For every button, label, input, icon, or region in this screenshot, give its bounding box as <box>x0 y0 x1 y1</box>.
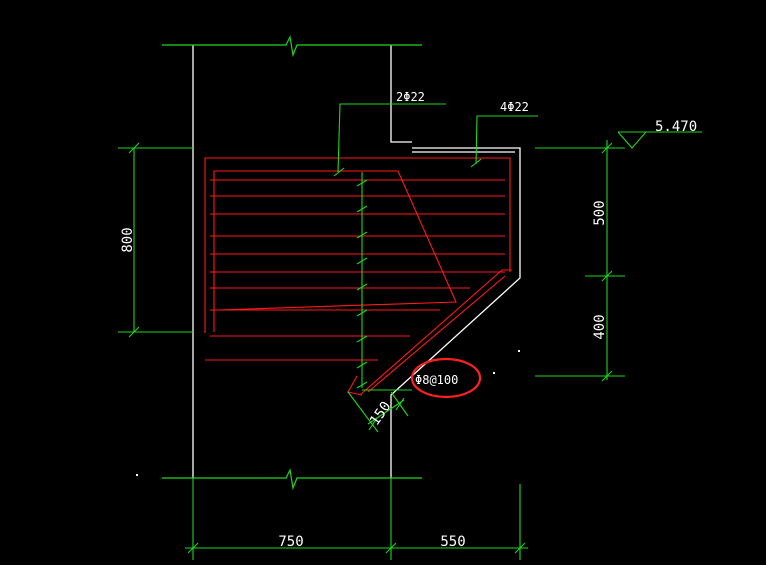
label-elevation: 5.470 <box>655 119 697 135</box>
stray-dots <box>136 350 520 476</box>
stirrup-tick <box>356 205 368 213</box>
stirrup-marker <box>356 172 412 391</box>
dim-tick <box>514 542 526 554</box>
dim-tick <box>385 542 397 554</box>
top-bar-leader-tick <box>333 167 345 177</box>
inner-hooked-bar <box>213 170 457 332</box>
label-stirrup: Φ8@100 <box>415 373 458 387</box>
stirrup-tick <box>356 335 368 343</box>
dim-tick <box>368 417 378 431</box>
dim-label-bottom-left: 750 <box>278 534 303 550</box>
dim-label-bottom-right: 550 <box>440 534 465 550</box>
rebar-group <box>204 157 512 396</box>
top-break-line <box>162 35 422 58</box>
column-right-edge-upper <box>390 45 412 143</box>
chamfer-bar-outer <box>359 269 512 396</box>
dim-tick <box>601 370 613 382</box>
break-lines <box>162 35 422 491</box>
dimension-lines <box>118 131 702 560</box>
chamfer-bar-inner <box>367 275 506 393</box>
concrete-outline <box>192 45 521 478</box>
corbel-outline <box>390 147 521 478</box>
stirrup-tick <box>356 381 368 389</box>
stirrup-tick <box>356 179 368 187</box>
dim-line-chamfer <box>367 399 405 425</box>
dim-label-left-height: 800 <box>120 227 136 252</box>
bottom-break-line <box>162 468 422 491</box>
right-bar-leader-tick <box>470 158 482 168</box>
stirrup-tick <box>356 231 368 239</box>
chamfer-bar-hook <box>347 375 363 396</box>
highlight-circle <box>410 357 482 399</box>
dim-label-right-upper: 500 <box>592 200 608 225</box>
dim-tick <box>187 542 199 554</box>
dim-tick <box>601 270 613 282</box>
right-bar-leader <box>475 115 538 165</box>
main-top-bar <box>204 157 511 333</box>
dim-tick <box>395 397 405 411</box>
elevation-triangle <box>617 131 648 149</box>
dim-tick <box>601 142 613 154</box>
stirrup-tick <box>356 309 368 317</box>
dim-tick <box>128 142 140 154</box>
stirrup-tick <box>356 283 368 291</box>
dot <box>493 372 495 374</box>
stirrup-tick <box>356 257 368 265</box>
dim-label-right-lower: 400 <box>592 314 608 339</box>
top-bar-leader <box>337 103 446 173</box>
dim-tick <box>128 326 140 338</box>
label-right-bar: 4Φ22 <box>500 100 529 114</box>
bar-label-leaders <box>333 103 538 177</box>
label-top-bar: 2Φ22 <box>396 90 425 104</box>
stirrup-tick <box>356 361 368 369</box>
dim-ext-line <box>347 391 379 433</box>
dot <box>136 474 138 476</box>
dot <box>518 350 520 352</box>
